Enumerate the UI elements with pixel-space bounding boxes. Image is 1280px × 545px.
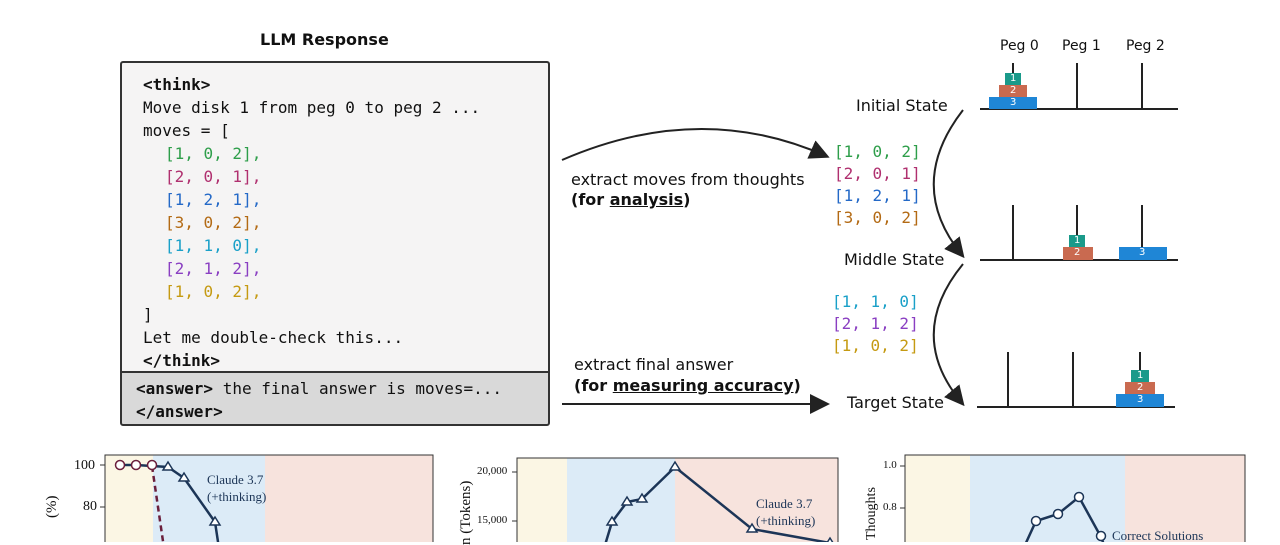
for-accuracy-word: measuring accuracy bbox=[613, 376, 794, 395]
peg-2-label: Peg 2 bbox=[1126, 38, 1165, 54]
disk-label: 3 bbox=[1010, 97, 1016, 108]
for-analysis-post: ) bbox=[683, 190, 690, 209]
chart2-ylabel: n (Tokens) bbox=[458, 481, 475, 545]
arrow-extract-moves bbox=[562, 129, 826, 160]
chart1-ytick: 80 bbox=[83, 499, 97, 515]
disk-label: 2 bbox=[1137, 382, 1143, 393]
for-analysis-word: analysis bbox=[610, 190, 683, 209]
chart3-ytick: 1.0 bbox=[883, 459, 897, 471]
for-analysis-label: (for analysis) bbox=[571, 190, 690, 209]
chart1-ylabel: (%) bbox=[44, 496, 61, 519]
for-analysis-pre: (for bbox=[571, 190, 610, 209]
extracted-move: [1, 1, 0] bbox=[832, 292, 919, 311]
initial-state-label: Initial State bbox=[856, 96, 948, 115]
disk-label: 1 bbox=[1010, 73, 1016, 84]
arrow-middle-to-target bbox=[934, 264, 963, 403]
disk-label: 3 bbox=[1139, 247, 1145, 258]
extracted-move: [1, 2, 1] bbox=[834, 186, 921, 205]
peg-1-label: Peg 1 bbox=[1062, 38, 1101, 54]
disk-label: 2 bbox=[1010, 85, 1016, 96]
extracted-move: [2, 0, 1] bbox=[834, 164, 921, 183]
disk-label: 3 bbox=[1137, 394, 1143, 405]
extract-final-label: extract final answer bbox=[574, 355, 733, 374]
chart2-annotation: Claude 3.7 bbox=[756, 496, 812, 512]
for-accuracy-label: (for measuring accuracy) bbox=[574, 376, 801, 395]
target-state-tower bbox=[977, 352, 1175, 407]
middle-state-label: Middle State bbox=[844, 250, 944, 269]
disk-label: 1 bbox=[1074, 235, 1080, 246]
chart2-annotation: (+thinking) bbox=[756, 513, 815, 529]
disk-label: 2 bbox=[1074, 247, 1080, 258]
for-accuracy-post: ) bbox=[794, 376, 801, 395]
chart3-ytick: 0.8 bbox=[883, 501, 897, 513]
for-accuracy-pre: (for bbox=[574, 376, 613, 395]
disk-label: 1 bbox=[1137, 370, 1143, 381]
target-state-label: Target State bbox=[847, 393, 944, 412]
chart1-annotation: Claude 3.7 bbox=[207, 472, 263, 488]
extracted-move: [2, 1, 2] bbox=[832, 314, 919, 333]
peg-0-label: Peg 0 bbox=[1000, 38, 1039, 54]
chart2-ytick: 15,000 bbox=[477, 514, 507, 526]
chart1-annotation: (+thinking) bbox=[207, 489, 266, 505]
extracted-move: [1, 0, 2] bbox=[834, 142, 921, 161]
chart3-ylabel: Thoughts bbox=[864, 487, 880, 540]
extracted-move: [3, 0, 2] bbox=[834, 208, 921, 227]
chart2-ytick: 20,000 bbox=[477, 465, 507, 477]
extracted-move: [1, 0, 2] bbox=[832, 336, 919, 355]
extract-moves-label: extract moves from thoughts bbox=[571, 170, 805, 189]
arrow-initial-to-middle bbox=[934, 110, 963, 255]
chart1-ytick: 100 bbox=[74, 458, 95, 474]
